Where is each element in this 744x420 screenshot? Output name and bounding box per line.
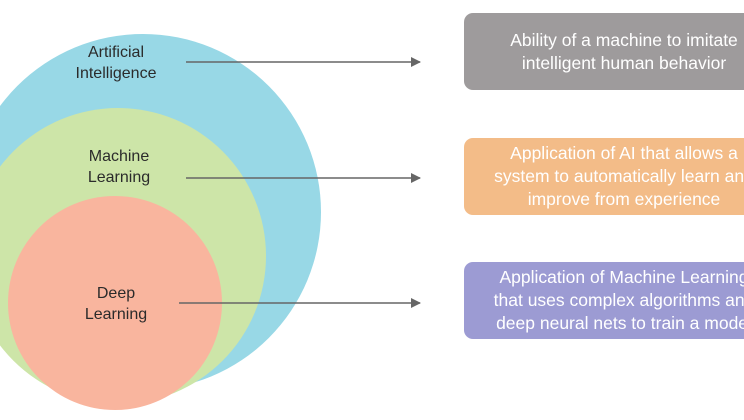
label-machine-learning: Machine Learning <box>87 148 151 186</box>
label-deep-learning: Deep Learning <box>84 285 148 323</box>
description-text-artificial-intelligence: Ability of a machine to imitate intellig… <box>510 29 738 73</box>
description-box-artificial-intelligence: Ability of a machine to imitate intellig… <box>464 13 744 90</box>
circle-deep-learning <box>8 196 222 410</box>
description-box-deep-learning: Application of Machine Learning that use… <box>464 262 744 339</box>
description-text-machine-learning: Application of AI that allows a system t… <box>494 143 744 209</box>
description-text-deep-learning: Application of Machine Learning that use… <box>493 267 744 333</box>
description-box-machine-learning: Application of AI that allows a system t… <box>464 138 744 215</box>
label-artificial-intelligence: Artificial Intelligence <box>75 44 157 82</box>
